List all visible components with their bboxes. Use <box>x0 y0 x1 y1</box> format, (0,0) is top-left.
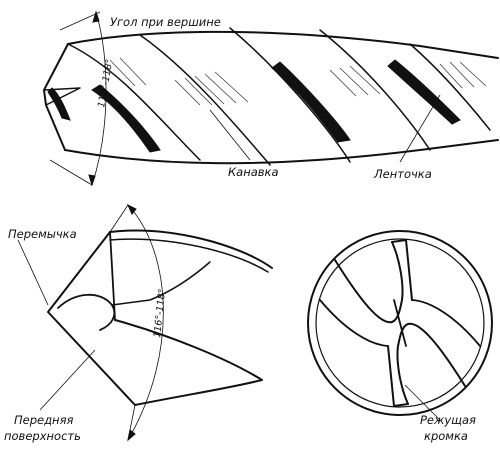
drill-tip-closeup <box>17 203 273 442</box>
rake-face-label-line1: Передняя <box>14 413 73 427</box>
drill-end-view <box>307 230 493 421</box>
web-label: Перемычка <box>8 227 77 241</box>
groove-label: Канавка <box>228 165 279 179</box>
drill-side-view <box>43 10 499 187</box>
cutting-edge-label-line2: кромка <box>424 429 468 443</box>
rake-face-label-line2: поверхность <box>4 429 81 443</box>
tip-angle-label: Угол при вершине <box>110 15 221 29</box>
angle-value-bottom: 116°-118° <box>152 288 168 338</box>
cutting-edge-label-line1: Режущая <box>420 413 476 427</box>
land-label: Ленточка <box>373 167 432 181</box>
